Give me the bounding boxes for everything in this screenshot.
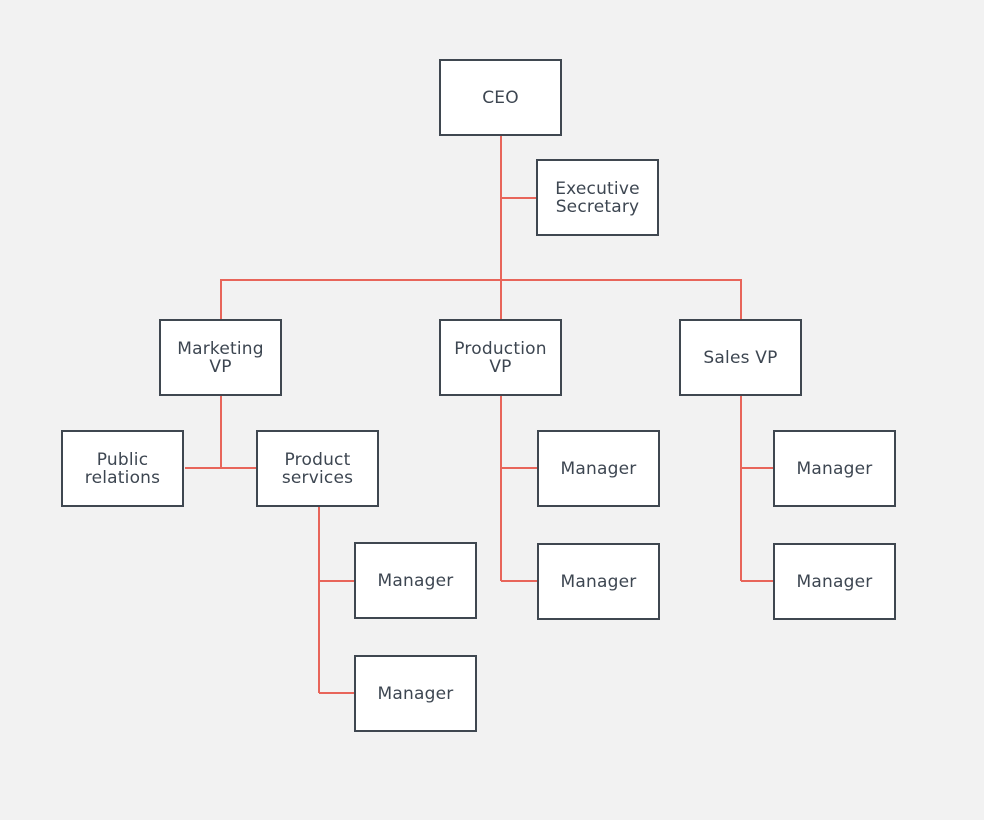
node-product-services-manager-1: Manager xyxy=(354,542,477,619)
label-line: Secretary xyxy=(555,196,640,217)
node-marketing-vp-label: Marketing VP xyxy=(177,340,264,376)
node-product-services-manager-1-label: Manager xyxy=(378,572,454,590)
label-line: relations xyxy=(84,467,161,488)
label-line: Executive xyxy=(555,178,640,199)
label-line: Manager xyxy=(560,458,637,479)
node-sales-vp-label: Sales VP xyxy=(703,349,777,367)
label-line: Manager xyxy=(377,570,454,591)
node-sales-manager-1: Manager xyxy=(773,430,896,507)
label-line: Sales VP xyxy=(703,347,778,368)
node-sales-manager-2: Manager xyxy=(773,543,896,620)
node-production-manager-2: Manager xyxy=(537,543,660,620)
node-production-vp: Production VP xyxy=(439,319,562,396)
node-production-manager-2-label: Manager xyxy=(561,573,637,591)
node-marketing-vp: Marketing VP xyxy=(159,319,282,396)
label-line: VP xyxy=(209,356,232,377)
connector-vp-bus xyxy=(220,279,742,319)
node-public-relations-label: Public relations xyxy=(85,451,160,487)
label-line: Product xyxy=(284,449,351,470)
node-product-services: Product services xyxy=(256,430,379,507)
node-sales-manager-1-label: Manager xyxy=(797,460,873,478)
node-ceo-label: CEO xyxy=(482,89,519,107)
node-product-services-label: Product services xyxy=(282,451,353,487)
node-product-services-manager-2: Manager xyxy=(354,655,477,732)
node-sales-vp: Sales VP xyxy=(679,319,802,396)
node-ceo: CEO xyxy=(439,59,562,136)
label-line: VP xyxy=(489,356,512,377)
label-line: Production xyxy=(454,338,547,359)
node-public-relations: Public relations xyxy=(61,430,184,507)
node-product-services-manager-2-label: Manager xyxy=(378,685,454,703)
label-line: Manager xyxy=(377,683,454,704)
node-sales-manager-2-label: Manager xyxy=(797,573,873,591)
label-line: Manager xyxy=(560,571,637,592)
node-production-manager-1-label: Manager xyxy=(561,460,637,478)
node-executive-secretary: Executive Secretary xyxy=(536,159,659,236)
node-production-vp-label: Production VP xyxy=(454,340,546,376)
label-line: Manager xyxy=(796,571,873,592)
label-line: Public xyxy=(96,449,149,470)
node-executive-secretary-label: Executive Secretary xyxy=(555,180,640,216)
label-line: Manager xyxy=(796,458,873,479)
label-line: Marketing xyxy=(177,338,264,359)
node-production-manager-1: Manager xyxy=(537,430,660,507)
label-line: services xyxy=(281,467,354,488)
label-line: CEO xyxy=(482,87,519,108)
